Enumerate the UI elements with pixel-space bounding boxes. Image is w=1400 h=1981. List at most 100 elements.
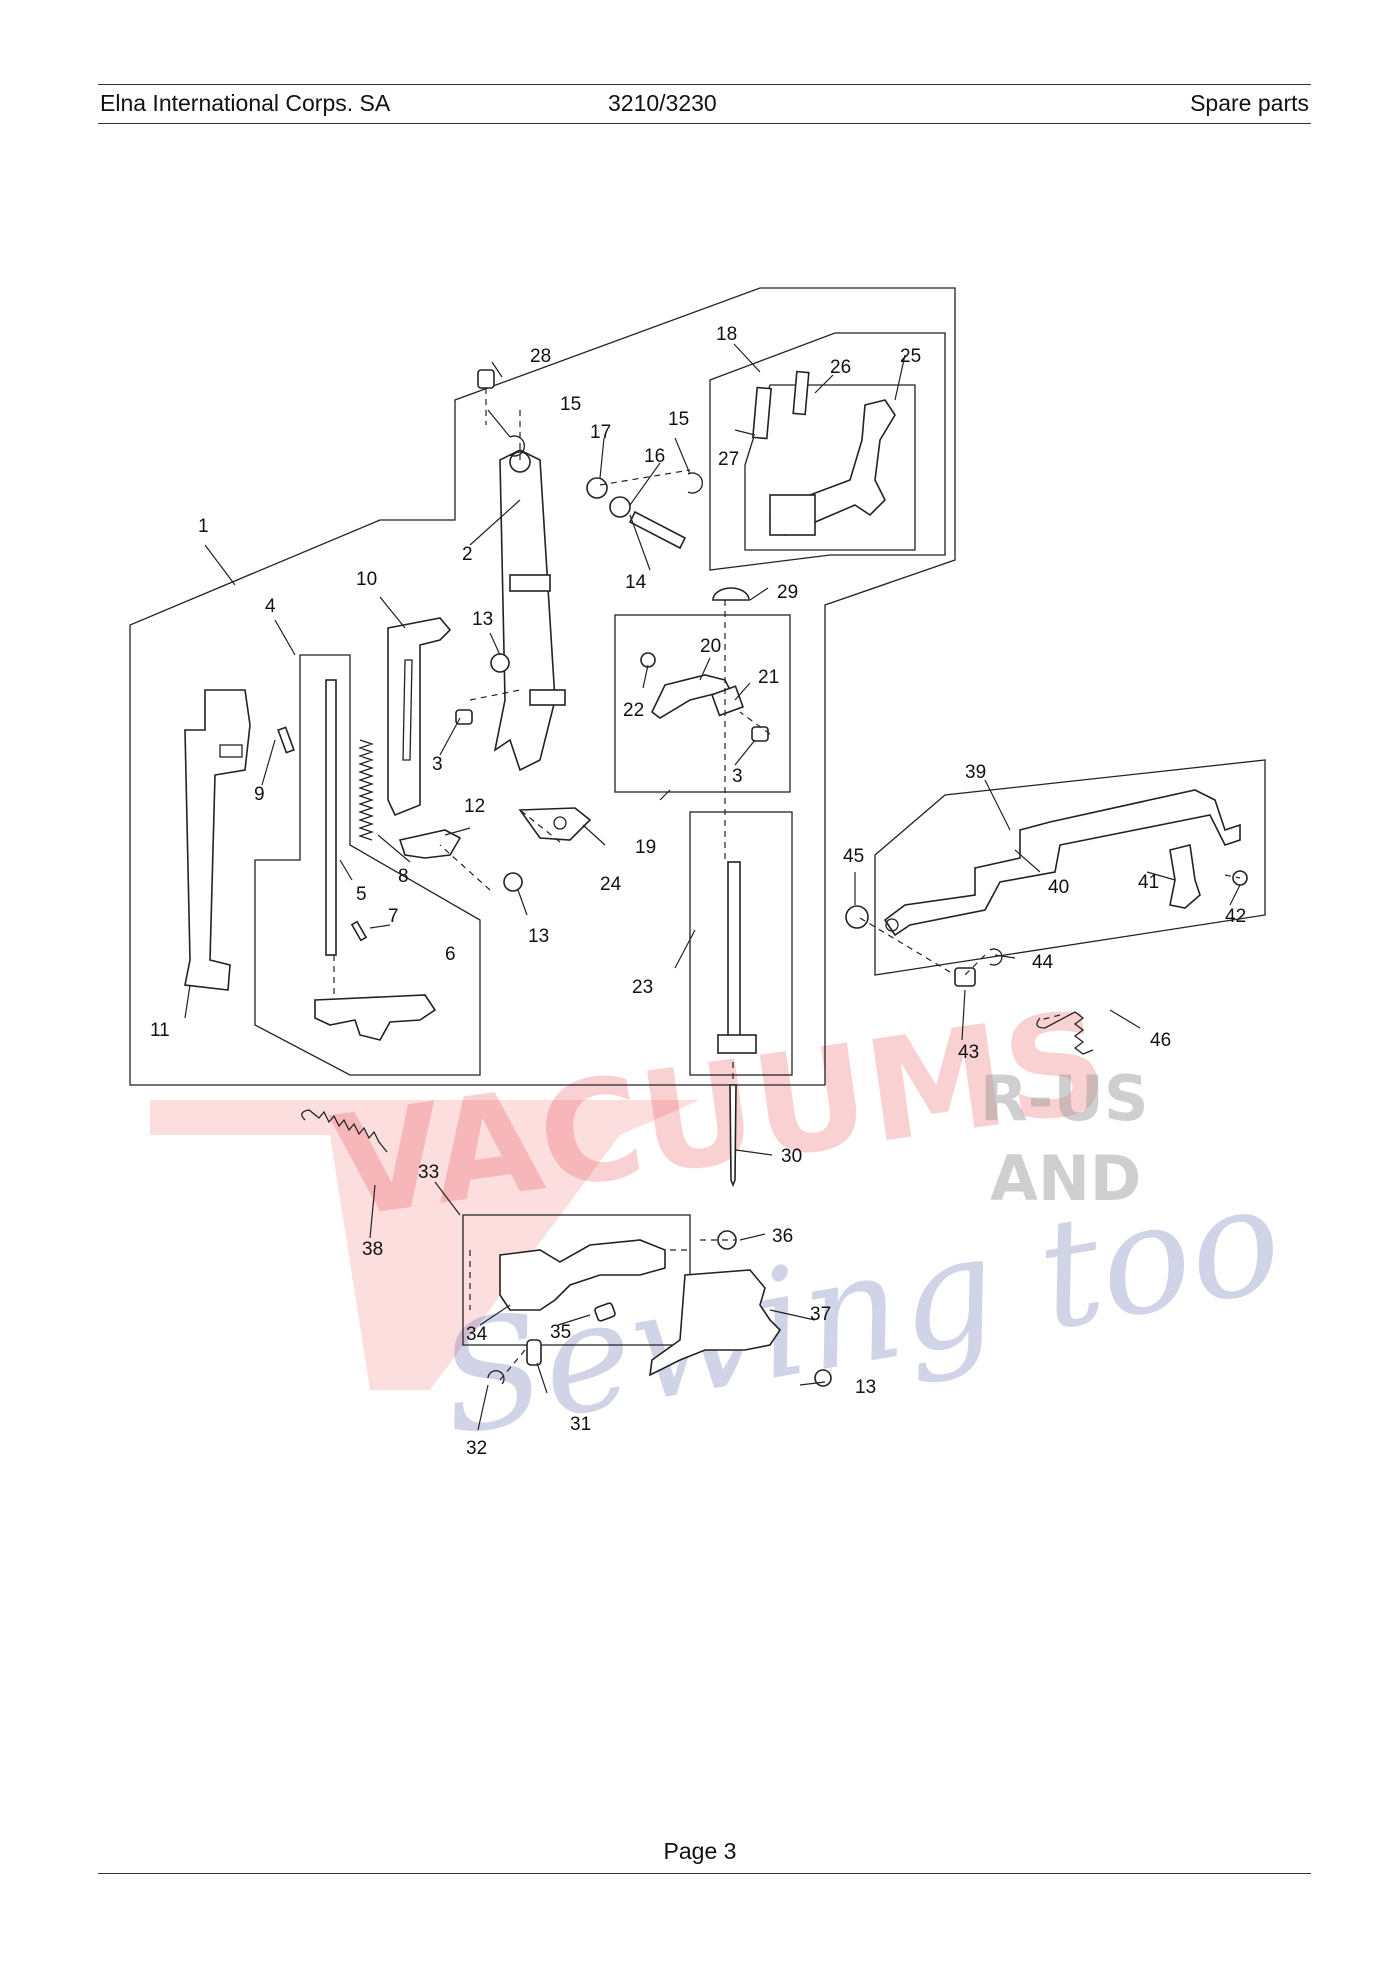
header-model: 3210/3230 — [608, 90, 717, 116]
part-39-eye — [885, 918, 899, 932]
part-7 — [350, 920, 368, 942]
part-6 — [314, 994, 437, 1041]
callout-8: 8 — [398, 866, 409, 887]
assembly-outline-23 — [689, 811, 793, 1076]
assembly-outline-39 — [874, 759, 1266, 976]
callout-5: 5 — [356, 884, 367, 905]
callout-18: 18 — [716, 324, 737, 345]
part-23-clamp — [717, 1034, 757, 1054]
part-27 — [751, 386, 773, 440]
part-32 — [487, 1370, 505, 1385]
part-35 — [594, 1302, 616, 1322]
callout-6: 6 — [445, 944, 456, 965]
callout-27: 27 — [718, 449, 739, 470]
callout-33: 33 — [418, 1162, 439, 1183]
part-24-hole — [553, 816, 567, 830]
part-15-right — [687, 472, 704, 494]
part-28 — [477, 369, 495, 389]
callout-10: 10 — [356, 569, 377, 590]
callout-37: 37 — [810, 1304, 831, 1325]
part-38 — [301, 1109, 388, 1153]
part-26 — [792, 370, 810, 416]
callout-22: 22 — [623, 700, 644, 721]
callout-13-bottom: 13 — [855, 1377, 876, 1398]
callout-7: 7 — [388, 906, 399, 927]
callout-21: 21 — [758, 667, 779, 688]
page-number: Page 3 — [663, 1838, 737, 1864]
part-41 — [1169, 844, 1201, 909]
callout-3-left: 3 — [432, 754, 443, 775]
callout-4: 4 — [265, 596, 276, 617]
callout-1: 1 — [198, 516, 209, 537]
callout-9: 9 — [254, 784, 265, 805]
page-header: Elna International Corps. SA 3210/3230 S… — [98, 84, 1311, 124]
callout-leaders — [184, 343, 1241, 1431]
callout-30: 30 — [781, 1146, 802, 1167]
part-23 — [727, 861, 741, 1043]
part-21 — [710, 685, 745, 717]
part-34 — [499, 1239, 666, 1311]
part-29 — [712, 587, 750, 601]
part-37 — [649, 1269, 782, 1377]
part-20 — [650, 674, 732, 719]
callout-40: 40 — [1048, 877, 1069, 898]
part-13-bottom — [814, 1369, 832, 1387]
callout-11: 11 — [150, 1020, 170, 1041]
part-43 — [954, 967, 976, 987]
callout-26: 26 — [830, 357, 851, 378]
part-2-top-eye — [509, 451, 531, 473]
callout-13-upper: 13 — [472, 609, 493, 630]
part-44 — [989, 948, 1003, 966]
callout-43: 43 — [958, 1042, 979, 1063]
part-46 — [1036, 1011, 1094, 1055]
assembly-outline-19 — [614, 614, 791, 793]
watermark-v-shape — [150, 1100, 700, 1390]
part-14 — [628, 510, 687, 550]
part-5 — [325, 679, 337, 956]
callout-36: 36 — [772, 1226, 793, 1247]
watermark-tag-mid: AND — [990, 1142, 1141, 1215]
callout-44: 44 — [1032, 952, 1054, 973]
part-11 — [184, 689, 251, 991]
part-2-clamp-top — [509, 574, 551, 592]
callout-38: 38 — [362, 1239, 383, 1260]
callout-41: 41 — [1138, 872, 1159, 893]
part-13-lower — [503, 872, 523, 892]
part-8 — [357, 739, 375, 841]
callout-17: 17 — [590, 422, 611, 443]
callout-2: 2 — [462, 544, 473, 565]
callout-34: 34 — [466, 1324, 488, 1345]
callout-25: 25 — [900, 346, 921, 367]
assembly-outline-main — [129, 287, 956, 1086]
part-16 — [609, 496, 631, 518]
footer-rule — [98, 1873, 1311, 1874]
part-31 — [526, 1339, 542, 1366]
callout-29: 29 — [777, 582, 798, 603]
part-9 — [277, 726, 295, 754]
part-25-block — [769, 494, 816, 536]
part-30 — [729, 1084, 737, 1188]
callout-35: 35 — [550, 1322, 571, 1343]
callout-28: 28 — [530, 346, 551, 367]
part-10 — [387, 617, 452, 817]
part-10-slot — [402, 659, 413, 761]
callout-39: 39 — [965, 762, 986, 783]
callout-24: 24 — [600, 874, 622, 895]
part-3-left — [455, 709, 473, 725]
callout-15-right: 15 — [668, 409, 689, 430]
header-company: Elna International Corps. SA — [100, 90, 391, 116]
callout-46: 46 — [1150, 1030, 1171, 1051]
part-22 — [640, 652, 656, 668]
callout-12: 12 — [464, 796, 485, 817]
watermark-tag-top: R-US — [980, 1062, 1148, 1135]
part-39 — [883, 789, 1241, 937]
callout-3-right: 3 — [732, 766, 743, 787]
callout-42: 42 — [1225, 906, 1246, 927]
part-12 — [398, 829, 462, 859]
part-13-upper — [490, 653, 510, 673]
assembly-guides — [333, 388, 1241, 1381]
part-2 — [493, 449, 556, 772]
callout-32: 32 — [466, 1438, 487, 1459]
assembly-outline-18 — [709, 332, 946, 571]
